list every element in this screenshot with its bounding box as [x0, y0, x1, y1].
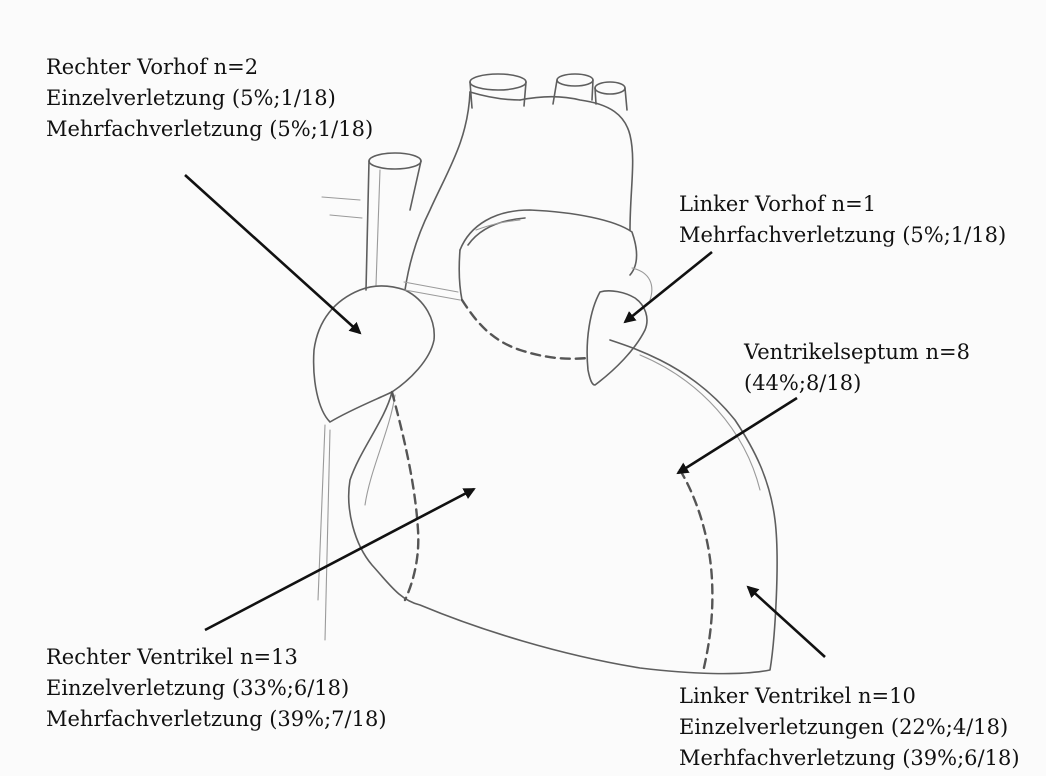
arrow-right-atrium [185, 175, 360, 333]
label-left-ventricle-line1: Einzelverletzungen (22%;4/18) [679, 712, 1020, 743]
arrow-ventricular-septum [678, 398, 797, 473]
arrow-left-atrium [625, 252, 712, 322]
left-atrium-shape [587, 268, 652, 385]
av-groove-right [392, 392, 418, 600]
label-ventricular-septum-title: Ventrikelseptum n=8 [744, 337, 970, 368]
label-ventricular-septum: Ventrikelseptum n=8 (44%;8/18) [744, 337, 970, 399]
arrow-right-ventricle [205, 489, 474, 630]
label-left-atrium: Linker Vorhof n=1 Mehrfachverletzung (5%… [679, 189, 1006, 251]
label-left-ventricle-title: Linker Ventrikel n=10 [679, 681, 1020, 712]
label-right-ventricle-line2: Mehrfachverletzung (39%;7/18) [46, 704, 387, 735]
label-right-atrium-line2: Mehrfachverletzung (5%;1/18) [46, 114, 373, 145]
label-right-atrium: Rechter Vorhof n=2 Einzelverletzung (5%;… [46, 52, 373, 145]
av-groove-top [462, 300, 588, 359]
label-right-ventricle-title: Rechter Ventrikel n=13 [46, 642, 387, 673]
label-right-atrium-line1: Einzelverletzung (5%;1/18) [46, 83, 373, 114]
label-ventricular-septum-line1: (44%;8/18) [744, 368, 970, 399]
label-left-atrium-line1: Mehrfachverletzung (5%;1/18) [679, 220, 1006, 251]
label-right-ventricle-line1: Einzelverletzung (33%;6/18) [46, 673, 387, 704]
arrow-left-ventricle [748, 587, 825, 657]
label-left-atrium-title: Linker Vorhof n=1 [679, 189, 1006, 220]
interventricular-groove [680, 470, 712, 672]
label-right-ventricle: Rechter Ventrikel n=13 Einzelverletzung … [46, 642, 387, 735]
label-left-ventricle-line2: Merhfachverletzung (39%;6/18) [679, 743, 1020, 774]
label-left-ventricle: Linker Ventrikel n=10 Einzelverletzungen… [679, 681, 1020, 774]
right-atrium-shape [314, 286, 435, 640]
label-right-atrium-title: Rechter Vorhof n=2 [46, 52, 373, 83]
